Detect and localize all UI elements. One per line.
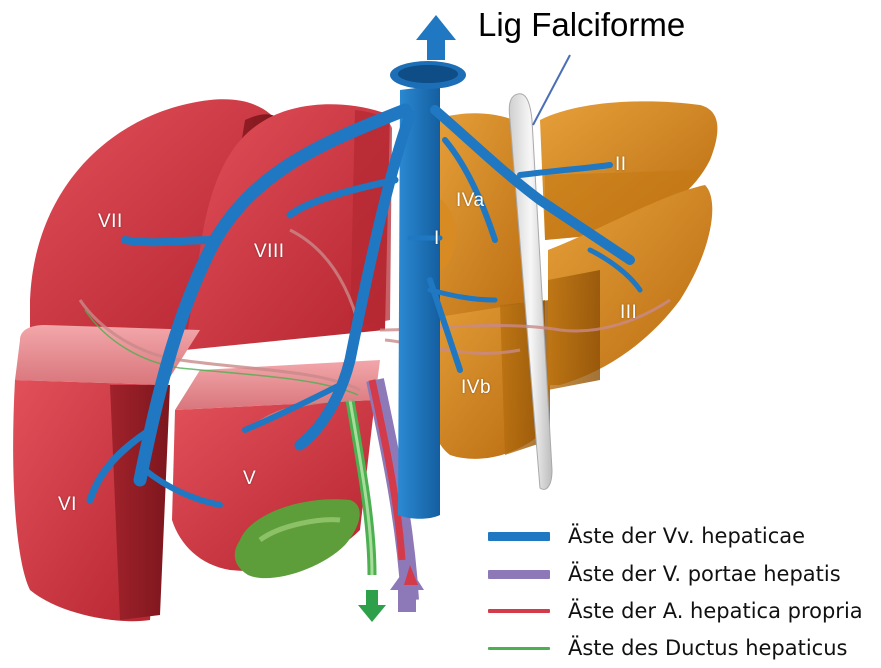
legend-item-artery: Äste der A. hepatica propria — [488, 597, 863, 625]
right-hepatic-vein-branch-vii — [125, 240, 215, 242]
legend-swatch-portal-vein — [488, 570, 550, 579]
legend-label-portal-vein: Äste der V. portae hepatis — [568, 562, 841, 586]
segment-label-vi: VI — [58, 494, 77, 516]
segment-label-iva: IVa — [456, 190, 485, 212]
segment-label-vii: VII — [98, 211, 123, 233]
ivc-opening-inner — [398, 65, 458, 83]
legend-swatch-bile-duct — [488, 647, 550, 650]
left-lobe — [400, 101, 717, 458]
segment-vi-cut-face — [110, 385, 170, 620]
segment-label-ii: II — [615, 154, 627, 176]
falciform-ligament-label: Lig Falciforme — [478, 6, 685, 44]
segment-label-v: V — [243, 468, 256, 490]
segment-label-viii: VIII — [254, 241, 285, 263]
segment-label-iii: III — [620, 302, 637, 324]
legend-label-artery: Äste der A. hepatica propria — [568, 599, 863, 623]
ivc-outflow-arrow-icon — [416, 15, 456, 60]
legend-swatch-hepatic-veins — [488, 532, 550, 541]
legend-item-portal-vein: Äste der V. portae hepatis — [488, 560, 841, 588]
portal-inflow-arrow-icon — [390, 565, 424, 612]
legend-item-bile-duct: Äste des Ductus hepaticus — [488, 634, 847, 662]
bile-outflow-arrow-icon — [358, 590, 386, 622]
segment-label-i: I — [434, 228, 440, 250]
segment-label-ivb: IVb — [461, 377, 491, 399]
legend-swatch-artery — [488, 609, 550, 613]
legend-label-bile-duct: Äste des Ductus hepaticus — [568, 636, 847, 660]
legend-item-hepatic-veins: Äste der Vv. hepaticae — [488, 522, 805, 550]
legend-label-hepatic-veins: Äste der Vv. hepaticae — [568, 524, 805, 548]
